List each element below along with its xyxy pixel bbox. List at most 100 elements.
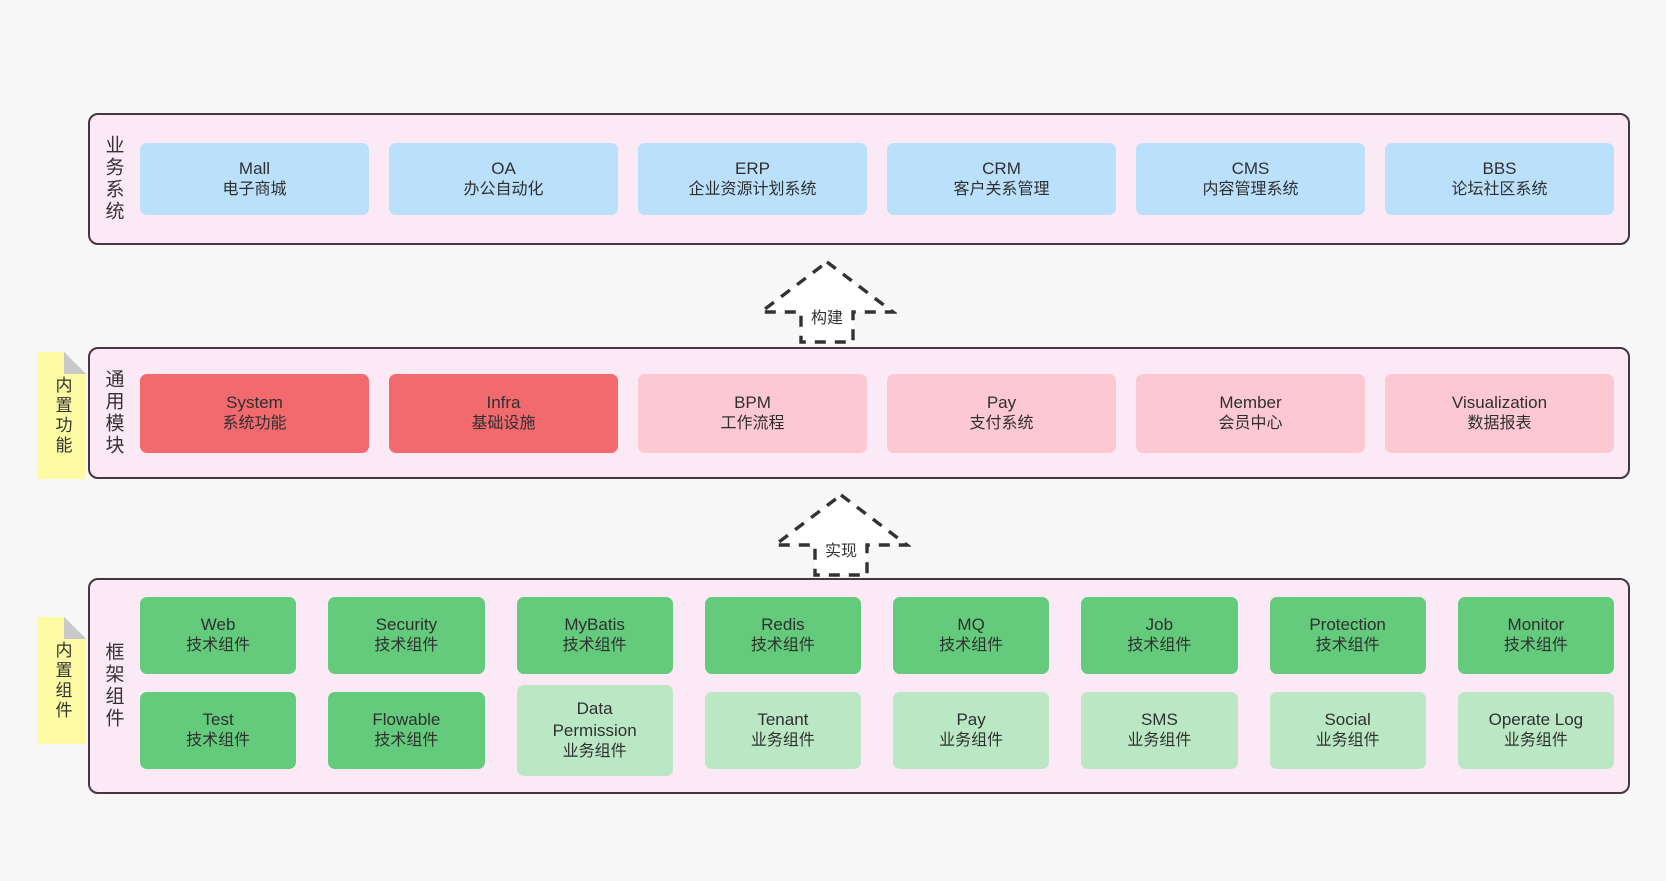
arrow-implement-label: 实现 [824, 543, 858, 560]
node-title: BPM [734, 392, 771, 412]
node-subtitle: 技术组件 [750, 636, 815, 654]
node-operate-log[interactable]: Operate Log 业务组件 [1457, 691, 1614, 769]
layer-business-systems: 业务系统 Mall 电子商城 OA 办公自动化 ERP 企业资源计划系统 CRM… [88, 113, 1630, 245]
node-subtitle: 技术组件 [374, 731, 439, 749]
node-tenant[interactable]: Tenant 业务组件 [704, 691, 861, 769]
node-subtitle: 业务组件 [939, 731, 1004, 749]
node-subtitle: 业务组件 [750, 731, 815, 749]
node-subtitle: 技术组件 [1127, 636, 1192, 654]
node-subtitle: 办公自动化 [463, 180, 544, 198]
node-subtitle: 技术组件 [374, 636, 439, 654]
node-subtitle: 企业资源计划系统 [688, 180, 817, 198]
node-social[interactable]: Social 业务组件 [1269, 691, 1426, 769]
node-title: Infra [486, 392, 521, 412]
node-subtitle: 业务组件 [1503, 731, 1568, 749]
node-subtitle: 客户关系管理 [953, 180, 1050, 198]
layer-body-business-systems: Mall 电子商城 OA 办公自动化 ERP 企业资源计划系统 CRM 客户关系… [136, 115, 1628, 243]
layer-body-common-modules: System 系统功能 Infra 基础设施 BPM 工作流程 Pay 支付系统… [136, 349, 1628, 477]
node-title: Pay [956, 709, 986, 729]
node-bbs[interactable]: BBS 论坛社区系统 [1385, 143, 1614, 215]
node-protection[interactable]: Protection 技术组件 [1269, 596, 1426, 674]
node-subtitle: 工作流程 [720, 414, 785, 432]
node-title: Social [1324, 709, 1371, 729]
node-title: Security [375, 614, 438, 634]
node-crm[interactable]: CRM 客户关系管理 [887, 143, 1116, 215]
sticky-note-label: 内置组件 [52, 640, 72, 721]
node-subtitle: 技术组件 [186, 731, 251, 749]
node-subtitle: 基础设施 [471, 414, 536, 432]
node-web[interactable]: Web 技术组件 [140, 596, 297, 674]
node-subtitle: 电子商城 [222, 180, 287, 198]
node-monitor[interactable]: Monitor 技术组件 [1457, 596, 1614, 674]
node-test[interactable]: Test 技术组件 [140, 691, 297, 769]
node-bpm[interactable]: BPM 工作流程 [638, 373, 867, 453]
node-subtitle: 业务组件 [1315, 731, 1380, 749]
layer-caption-business-systems: 业务系统 [102, 135, 124, 223]
node-title: BBS [1482, 158, 1517, 178]
node-title: Operate Log [1488, 709, 1584, 729]
node-redis[interactable]: Redis 技术组件 [704, 596, 861, 674]
node-title: ERP [735, 158, 770, 178]
node-title: Pay [986, 392, 1017, 412]
sticky-note-label: 内置功能 [52, 375, 72, 456]
node-visualization[interactable]: Visualization 数据报表 [1385, 373, 1614, 453]
node-subtitle: 会员中心 [1218, 414, 1283, 432]
folded-corner-icon [64, 352, 86, 374]
folded-corner-icon [64, 617, 86, 639]
node-job[interactable]: Job 技术组件 [1081, 596, 1238, 674]
node-pay[interactable]: Pay 支付系统 [887, 373, 1116, 453]
node-title: MQ [957, 614, 985, 634]
node-oa[interactable]: OA 办公自动化 [389, 143, 618, 215]
node-subtitle: 业务组件 [562, 742, 627, 760]
node-title: CRM [982, 158, 1021, 178]
node-mybatis[interactable]: MyBatis 技术组件 [516, 596, 673, 674]
node-sms[interactable]: SMS 业务组件 [1081, 691, 1238, 769]
node-mq[interactable]: MQ 技术组件 [893, 596, 1050, 674]
node-title: Visualization [1451, 392, 1548, 412]
node-title: Monitor [1507, 614, 1565, 634]
node-system[interactable]: System 系统功能 [140, 373, 369, 453]
arrow-implement-icon [771, 492, 911, 577]
node-title: Mall [238, 158, 271, 178]
node-title: CMS [1231, 158, 1270, 178]
node-subtitle: 数据报表 [1467, 414, 1532, 432]
node-mall[interactable]: Mall 电子商城 [140, 143, 369, 215]
node-title: Test [202, 709, 234, 729]
node-cms[interactable]: CMS 内容管理系统 [1136, 143, 1365, 215]
node-flowable[interactable]: Flowable 技术组件 [328, 691, 485, 769]
node-title: Flowable [372, 709, 441, 729]
node-row: Test 技术组件 Flowable 技术组件 Data Permission … [140, 684, 1614, 776]
node-title: Job [1145, 614, 1174, 634]
node-erp[interactable]: ERP 企业资源计划系统 [638, 143, 867, 215]
node-subtitle: 内容管理系统 [1202, 180, 1299, 198]
node-title: OA [491, 158, 516, 178]
node-subtitle: 技术组件 [1315, 636, 1380, 654]
node-title: Data Permission [552, 698, 637, 740]
node-title: Protection [1309, 614, 1386, 634]
sticky-note-builtin-features: 内置功能 [38, 352, 86, 479]
node-subtitle: 系统功能 [222, 414, 287, 432]
node-title: Tenant [757, 709, 809, 729]
node-member[interactable]: Member 会员中心 [1136, 373, 1365, 453]
node-subtitle: 业务组件 [1127, 731, 1192, 749]
arrow-implement: 实现 [771, 491, 911, 579]
node-subtitle: 技术组件 [1503, 636, 1568, 654]
node-row: System 系统功能 Infra 基础设施 BPM 工作流程 Pay 支付系统… [140, 373, 1614, 453]
node-security[interactable]: Security 技术组件 [328, 596, 485, 674]
node-subtitle: 技术组件 [186, 636, 251, 654]
node-title: SMS [1140, 709, 1178, 729]
node-row: Web 技术组件 Security 技术组件 MyBatis 技术组件 Redi… [140, 596, 1614, 674]
node-title: System [226, 392, 283, 412]
node-title: MyBatis [564, 614, 625, 634]
node-title: Web [200, 614, 236, 634]
node-subtitle: 技术组件 [939, 636, 1004, 654]
node-subtitle: 技术组件 [562, 636, 627, 654]
node-data-permission[interactable]: Data Permission 业务组件 [516, 684, 673, 776]
node-pay-component[interactable]: Pay 业务组件 [893, 691, 1050, 769]
layer-common-modules: 通用模块 System 系统功能 Infra 基础设施 BPM 工作流程 Pay… [88, 347, 1630, 479]
node-title: Member [1219, 392, 1282, 412]
node-subtitle: 支付系统 [969, 414, 1034, 432]
arrow-build-icon [757, 259, 897, 344]
node-infra[interactable]: Infra 基础设施 [389, 373, 618, 453]
node-title: Redis [761, 614, 805, 634]
